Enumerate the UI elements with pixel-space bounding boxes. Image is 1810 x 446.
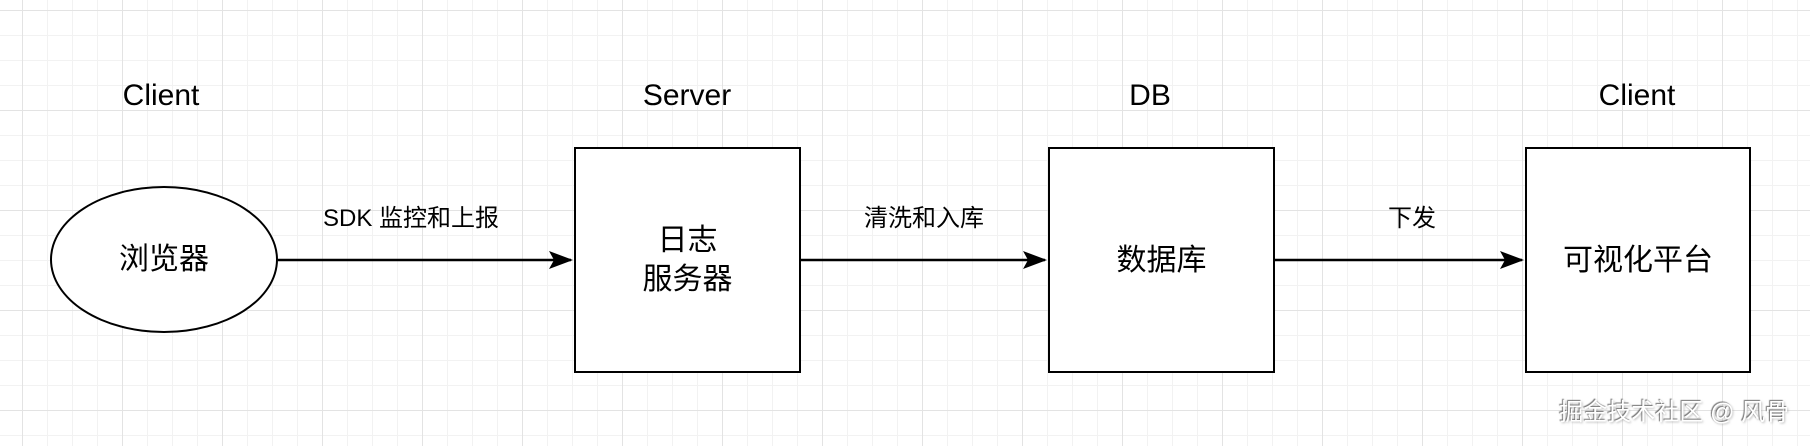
edge-label-sdk-report: SDK 监控和上报 xyxy=(322,205,500,232)
node-viz-platform-label: 可视化平台 xyxy=(1563,243,1713,277)
node-viz-platform-box: 可视化平台 xyxy=(1525,147,1751,373)
tier-label-client-left: Client xyxy=(122,79,200,112)
tier-label-server: Server xyxy=(642,79,732,112)
node-browser-label: 浏览器 xyxy=(119,243,209,276)
edge-label-dispatch: 下发 xyxy=(1388,205,1436,232)
node-database-box: 数据库 xyxy=(1048,147,1275,373)
node-database-label: 数据库 xyxy=(1116,243,1207,277)
node-log-server-label-line1: 日志 xyxy=(657,224,718,257)
tier-label-client-right: Client xyxy=(1598,79,1676,112)
node-log-server-box: 日志 服务器 xyxy=(574,147,801,373)
node-log-server-label-line2: 服务器 xyxy=(642,263,733,296)
edge-label-clean-store: 清洗和入库 xyxy=(864,205,984,232)
tier-label-db: DB xyxy=(1129,79,1171,112)
node-browser-ellipse: 浏览器 xyxy=(50,186,278,333)
watermark: 掘金技术社区 @ 风骨 xyxy=(1559,399,1789,426)
